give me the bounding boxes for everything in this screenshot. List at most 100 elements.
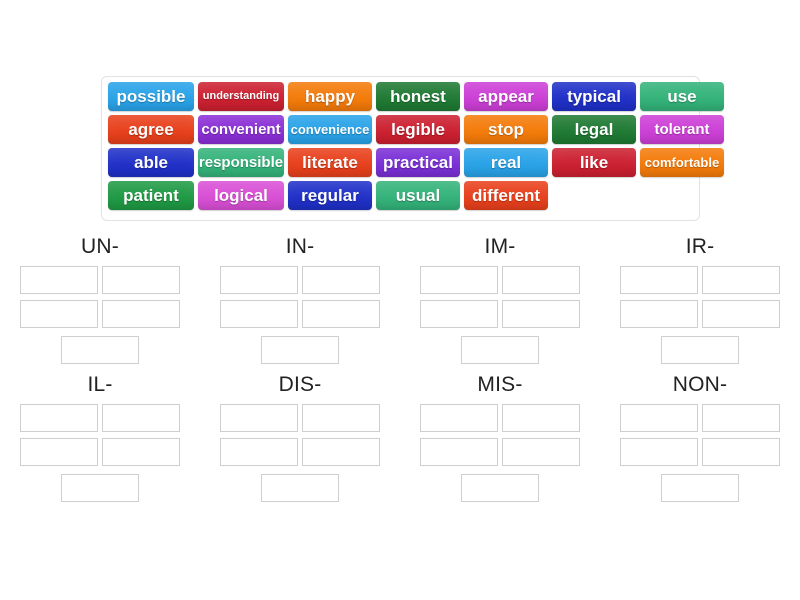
group-slot-row <box>605 438 795 472</box>
drop-slot[interactable] <box>302 438 380 466</box>
word-tile-label: possible <box>116 87 186 106</box>
drop-slot[interactable] <box>20 438 98 466</box>
word-tile[interactable]: honest <box>376 82 460 111</box>
word-tile[interactable]: legal <box>552 115 636 144</box>
group-drop-areas: UN-IN-IM-IR-IL-DIS-MIS-NON- <box>0 232 800 508</box>
group-title: DIS- <box>278 373 322 396</box>
drop-slot[interactable] <box>102 300 180 328</box>
word-tile[interactable]: different <box>464 181 548 210</box>
word-tile[interactable]: responsible <box>198 148 284 177</box>
word-tile-label: legible <box>391 120 445 139</box>
word-tile[interactable]: comfortable <box>640 148 724 177</box>
drop-slot[interactable] <box>702 438 780 466</box>
word-tile[interactable]: legible <box>376 115 460 144</box>
drop-slot[interactable] <box>702 404 780 432</box>
drop-slot[interactable] <box>20 404 98 432</box>
drop-slot[interactable] <box>102 438 180 466</box>
word-tile[interactable]: real <box>464 148 548 177</box>
word-tile[interactable]: happy <box>288 82 372 111</box>
group-slot-row <box>5 472 195 508</box>
word-tile-label: stop <box>488 120 524 139</box>
drop-slot[interactable] <box>102 266 180 294</box>
group-slot-grid <box>5 404 195 508</box>
drop-slot[interactable] <box>420 404 498 432</box>
group-slot-row <box>5 300 195 334</box>
word-tile[interactable]: understanding <box>198 82 284 111</box>
drop-slot[interactable] <box>420 300 498 328</box>
word-tile[interactable]: logical <box>198 181 284 210</box>
word-tile[interactable]: typical <box>552 82 636 111</box>
word-tile[interactable]: convenient <box>198 115 284 144</box>
drop-slot[interactable] <box>261 336 339 364</box>
word-tile[interactable]: agree <box>108 115 194 144</box>
group-slot-grid <box>405 266 595 370</box>
drop-slot[interactable] <box>302 404 380 432</box>
drop-slot[interactable] <box>302 300 380 328</box>
prefix-group: IR- <box>605 232 795 370</box>
drop-slot[interactable] <box>502 266 580 294</box>
drop-slot[interactable] <box>261 474 339 502</box>
drop-slot[interactable] <box>502 438 580 466</box>
word-tile[interactable]: regular <box>288 181 372 210</box>
drop-slot[interactable] <box>461 336 539 364</box>
drop-slot[interactable] <box>420 438 498 466</box>
drop-slot[interactable] <box>61 336 139 364</box>
group-slot-row <box>205 334 395 370</box>
group-slot-row <box>205 438 395 472</box>
word-tile[interactable]: patient <box>108 181 194 210</box>
drop-slot[interactable] <box>661 474 739 502</box>
group-slot-grid <box>405 404 595 508</box>
drop-slot[interactable] <box>220 300 298 328</box>
drop-slot[interactable] <box>61 474 139 502</box>
prefix-group: IM- <box>405 232 595 370</box>
drop-slot[interactable] <box>220 266 298 294</box>
drop-slot[interactable] <box>461 474 539 502</box>
drop-slot[interactable] <box>702 300 780 328</box>
drop-slot[interactable] <box>102 404 180 432</box>
group-title: IM- <box>484 235 516 258</box>
drop-slot[interactable] <box>620 438 698 466</box>
group-title: NON- <box>672 373 728 396</box>
word-tile[interactable]: practical <box>376 148 460 177</box>
drop-slot[interactable] <box>20 300 98 328</box>
drop-slot[interactable] <box>220 438 298 466</box>
drop-slot[interactable] <box>302 266 380 294</box>
group-slot-row <box>205 472 395 508</box>
drop-slot[interactable] <box>502 404 580 432</box>
word-tile[interactable]: usual <box>376 181 460 210</box>
drop-slot[interactable] <box>420 266 498 294</box>
drop-slot[interactable] <box>220 404 298 432</box>
word-tile[interactable]: use <box>640 82 724 111</box>
word-tile[interactable]: able <box>108 148 194 177</box>
word-tile[interactable]: like <box>552 148 636 177</box>
word-tile-label: patient <box>123 186 179 205</box>
word-tile-label: logical <box>214 186 268 205</box>
group-slot-row <box>405 300 595 334</box>
drop-slot[interactable] <box>620 404 698 432</box>
group-slot-row <box>605 404 795 438</box>
prefix-group: MIS- <box>405 370 595 508</box>
prefix-group: UN- <box>5 232 195 370</box>
word-tile[interactable]: appear <box>464 82 548 111</box>
prefix-group: IN- <box>205 232 395 370</box>
drop-slot[interactable] <box>502 300 580 328</box>
drop-slot[interactable] <box>620 300 698 328</box>
word-tile[interactable]: stop <box>464 115 548 144</box>
group-slot-row <box>605 472 795 508</box>
word-tile[interactable]: tolerant <box>640 115 724 144</box>
word-tile-label: understanding <box>202 90 280 102</box>
word-tile[interactable]: literate <box>288 148 372 177</box>
word-tile[interactable]: possible <box>108 82 194 111</box>
drop-slot[interactable] <box>620 266 698 294</box>
word-tile-label: use <box>667 87 697 106</box>
group-slot-row <box>605 300 795 334</box>
drop-slot[interactable] <box>661 336 739 364</box>
word-tile[interactable]: convenience <box>288 115 372 144</box>
drop-slot[interactable] <box>20 266 98 294</box>
group-slot-row <box>5 266 195 300</box>
drop-slot[interactable] <box>702 266 780 294</box>
group-title: IN- <box>285 235 315 258</box>
